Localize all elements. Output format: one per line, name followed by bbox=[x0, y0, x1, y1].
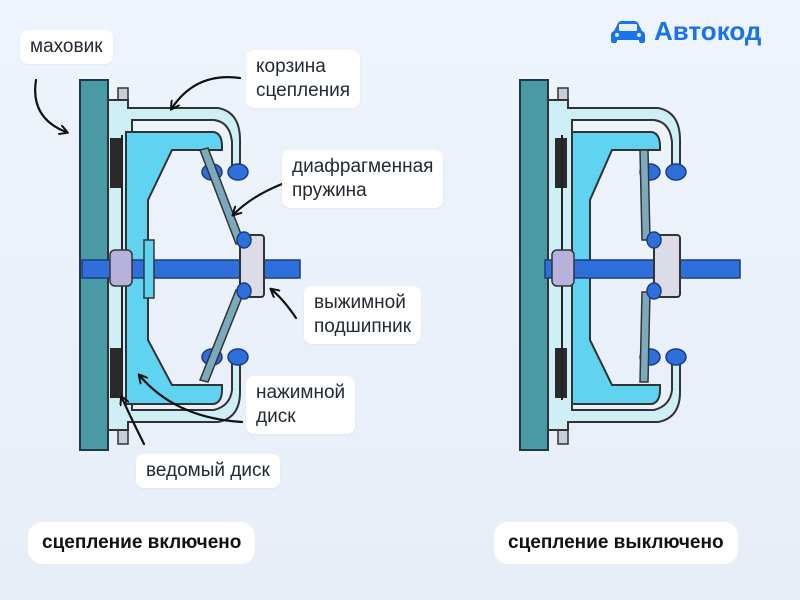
driven-disc-lining-bottom bbox=[110, 348, 122, 398]
arrow-diaphragm-spring bbox=[234, 182, 284, 214]
label-clutch-basket: корзина сцепления bbox=[246, 50, 361, 108]
driven-disc-lining-top bbox=[110, 138, 122, 188]
label-pressure-plate: нажимной диск bbox=[246, 376, 356, 434]
driven-disc-hub bbox=[551, 249, 575, 287]
diaphragm-spring-top bbox=[639, 149, 651, 241]
label-driven-disc: ведомый диск bbox=[136, 454, 280, 488]
clutch-assembly-disengaged bbox=[519, 79, 741, 451]
brand-logo: Автокод bbox=[610, 16, 761, 47]
label-diaphragm-spring: диафрагменная пружина bbox=[282, 150, 444, 208]
arrow-driven-disc bbox=[122, 398, 146, 446]
label-flywheel: маховик bbox=[20, 30, 113, 64]
label-release-bearing: выжимной подшипник bbox=[304, 286, 422, 344]
car-icon bbox=[611, 20, 645, 43]
diaphragm-spring-bottom bbox=[639, 291, 651, 383]
arrow-clutch-basket bbox=[172, 76, 242, 108]
release-bearing bbox=[239, 234, 265, 298]
flywheel bbox=[519, 79, 549, 451]
input-shaft bbox=[544, 259, 741, 279]
state-label-disengaged: сцепление выключено bbox=[494, 522, 738, 564]
callout-arrows bbox=[34, 76, 298, 446]
arrow-flywheel bbox=[34, 78, 66, 132]
release-bearing bbox=[653, 234, 681, 298]
clutch-assembly-engaged bbox=[79, 79, 301, 451]
brand-name: Автокод bbox=[654, 16, 762, 46]
arrow-pressure-plate bbox=[140, 376, 244, 424]
state-label-engaged: сцепление включено bbox=[28, 522, 256, 564]
arrow-release-bearing bbox=[272, 290, 298, 320]
driven-disc-hub bbox=[109, 249, 133, 287]
